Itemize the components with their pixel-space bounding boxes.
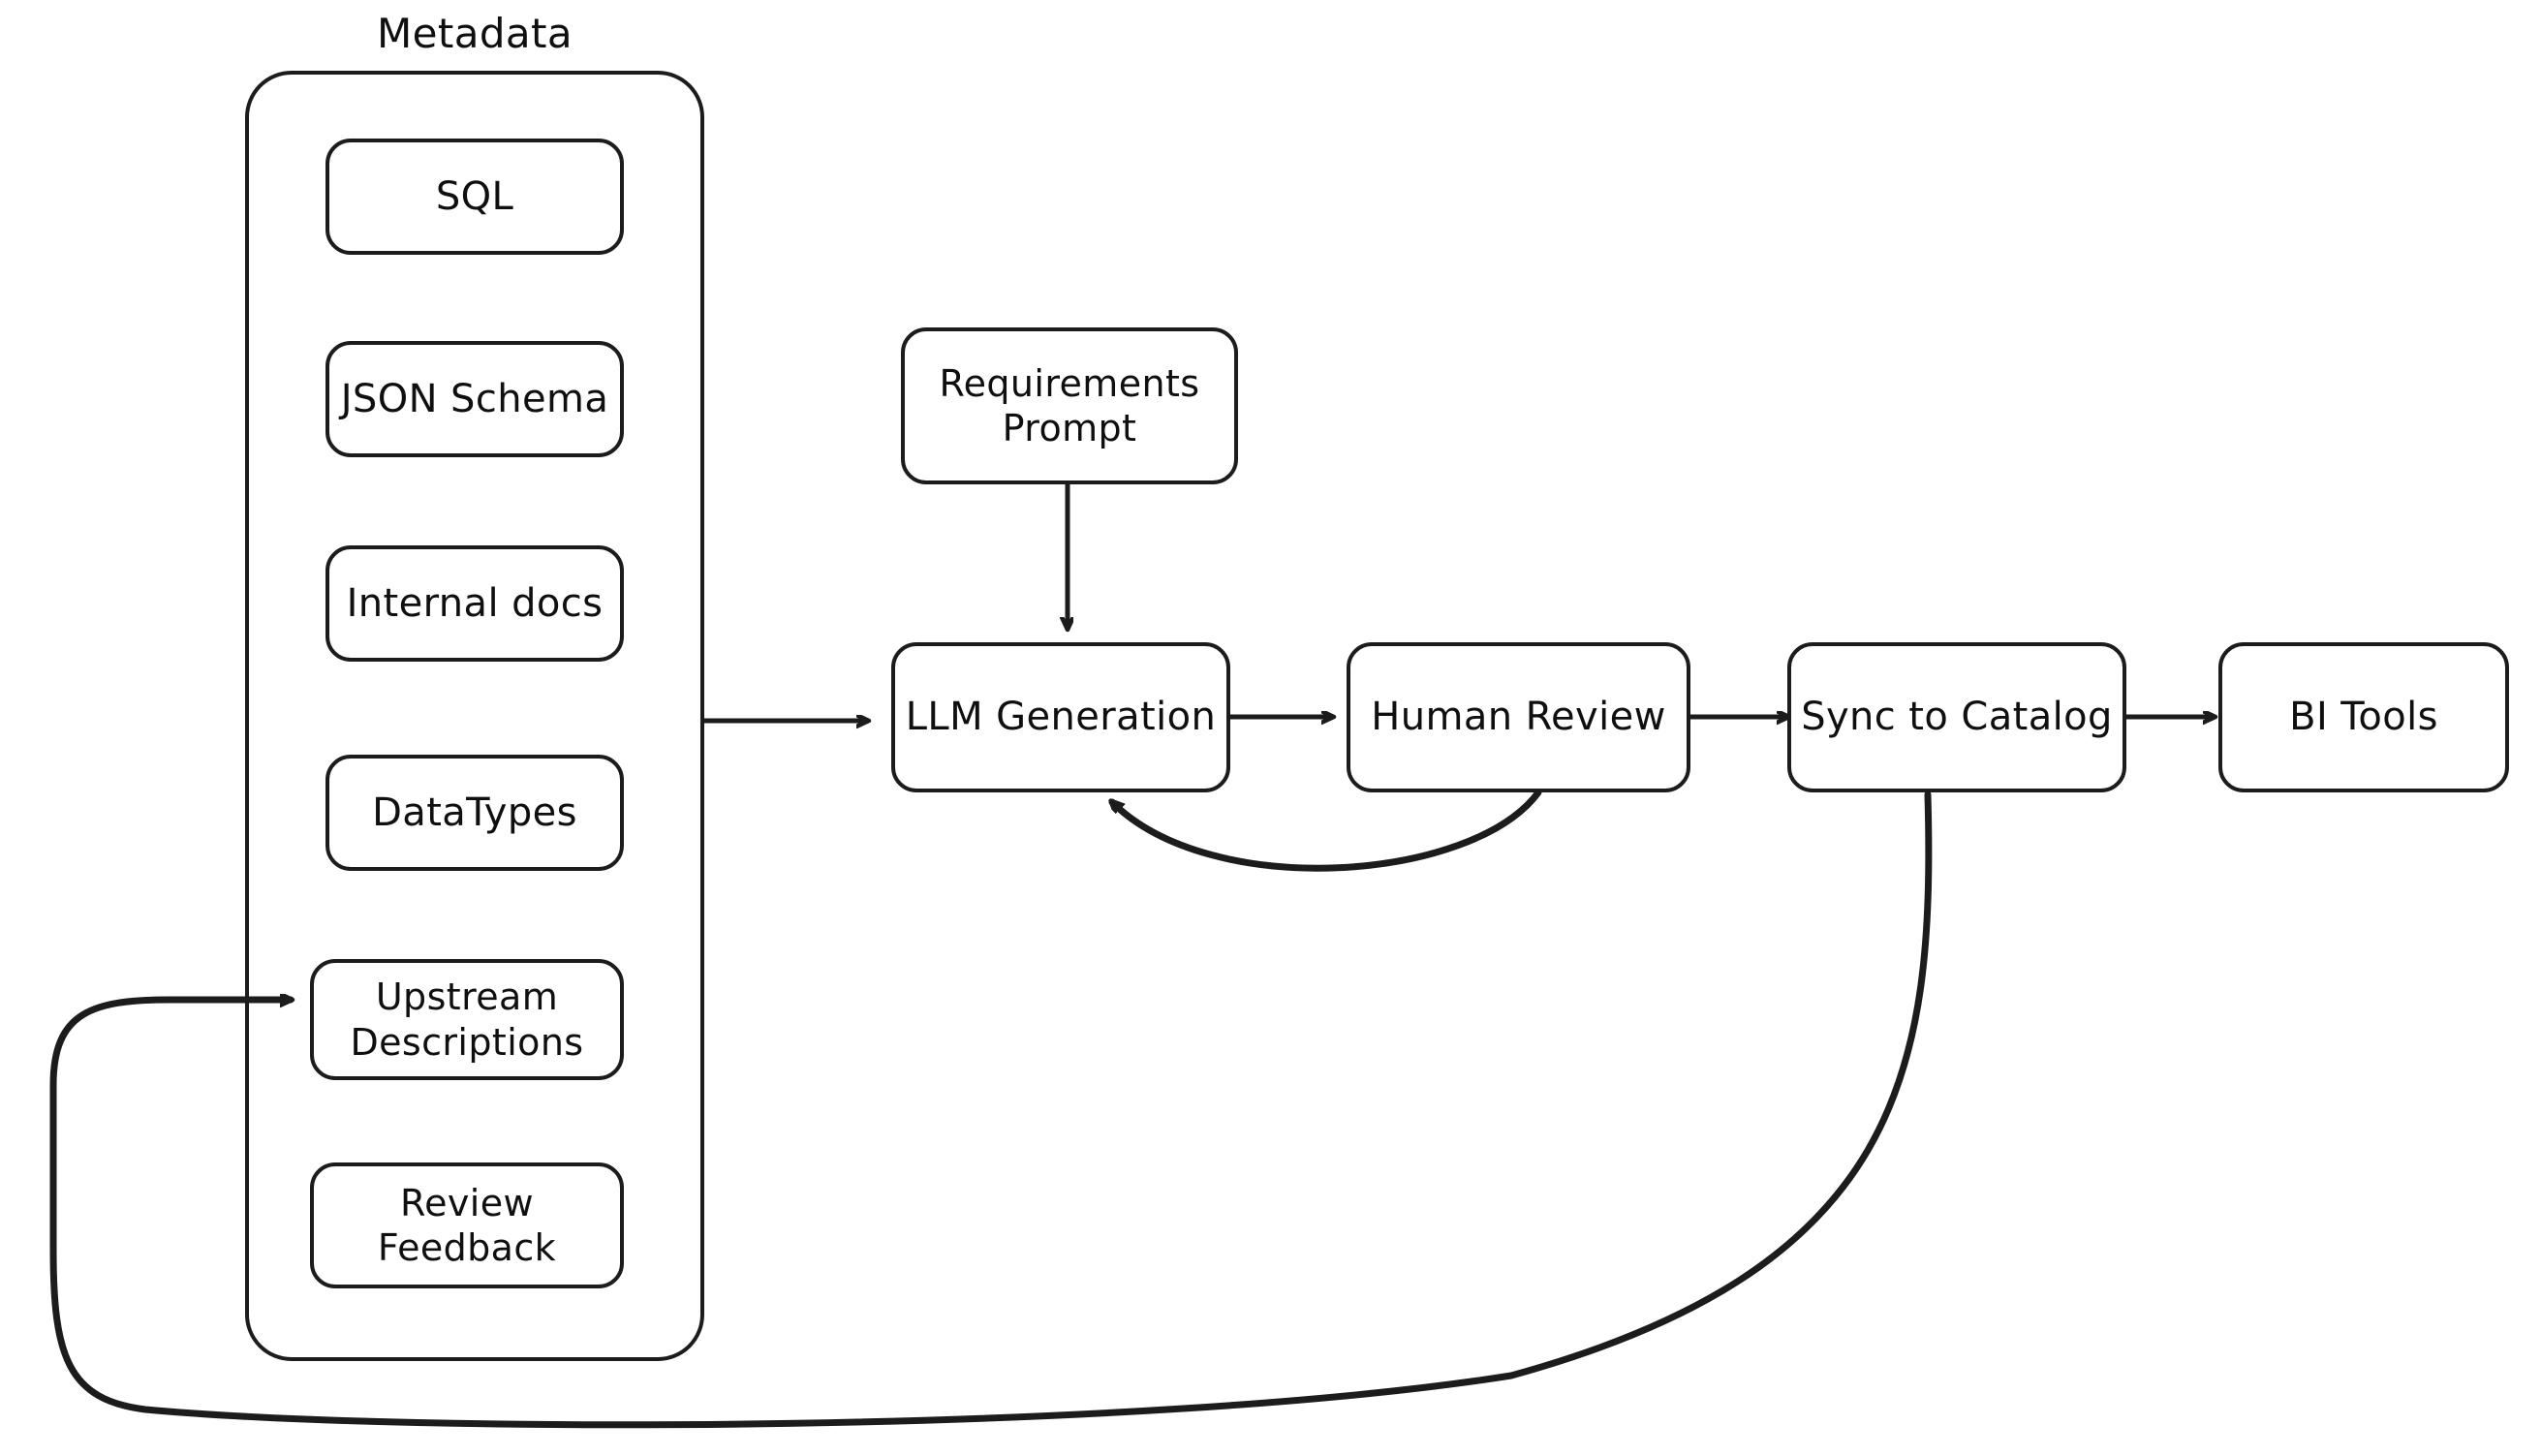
node-label: BI Tools: [2289, 695, 2438, 740]
edge-sync-to-upstream-loop: [49, 790, 1933, 1429]
metadata-item-review-feedback[interactable]: Review Feedback: [310, 1162, 624, 1288]
metadata-item-sql[interactable]: SQL: [325, 139, 624, 255]
metadata-group-container: [245, 71, 704, 1361]
metadata-group-title: Metadata: [376, 10, 573, 57]
node-requirements-prompt[interactable]: Requirements Prompt: [901, 327, 1238, 484]
node-llm-generation[interactable]: LLM Generation: [891, 642, 1230, 792]
metadata-item-label: Upstream Descriptions: [350, 976, 584, 1064]
metadata-item-label: Internal docs: [346, 580, 604, 626]
node-human-review[interactable]: Human Review: [1347, 642, 1690, 792]
metadata-item-label: DataTypes: [372, 790, 577, 835]
node-bi-tools[interactable]: BI Tools: [2218, 642, 2509, 792]
metadata-item-label: JSON Schema: [340, 376, 609, 421]
node-label: Sync to Catalog: [1801, 695, 2113, 740]
metadata-item-label: Review Feedback: [377, 1181, 557, 1269]
node-label: Human Review: [1371, 695, 1666, 740]
metadata-item-datatypes[interactable]: DataTypes: [325, 755, 624, 871]
metadata-item-internal-docs[interactable]: Internal docs: [325, 545, 624, 662]
edge-review-feedback-to-llm: [1112, 789, 1542, 872]
node-label: LLM Generation: [905, 695, 1217, 740]
metadata-item-label: SQL: [435, 173, 514, 219]
node-sync-to-catalog[interactable]: Sync to Catalog: [1787, 642, 2126, 792]
node-label: Requirements Prompt: [939, 361, 1200, 449]
metadata-item-json-schema[interactable]: JSON Schema: [325, 341, 624, 457]
metadata-item-upstream-descriptions[interactable]: Upstream Descriptions: [310, 959, 624, 1080]
